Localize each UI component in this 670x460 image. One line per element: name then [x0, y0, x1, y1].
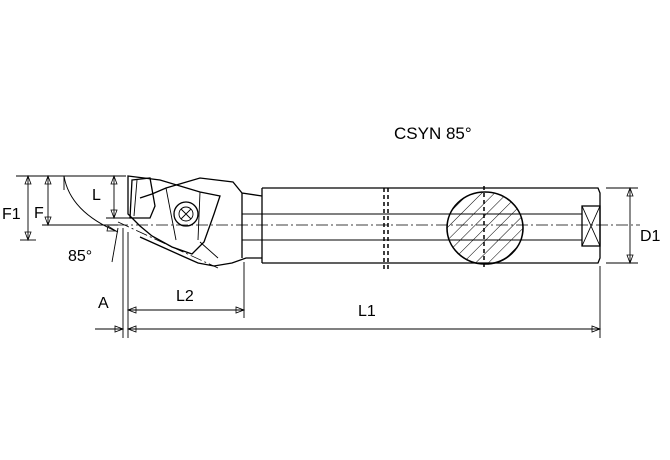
dimension-l2	[126, 262, 246, 318]
angle-indicator	[63, 175, 119, 263]
d1-label: D1	[640, 228, 661, 245]
a-label: A	[98, 295, 109, 312]
insert-pocket	[127, 175, 221, 255]
dimension-f	[42, 174, 118, 227]
dimension-a	[95, 228, 129, 338]
cutting-insert	[129, 177, 156, 219]
shank-end-square	[581, 205, 601, 247]
dimension-d1	[606, 186, 638, 265]
tool-head	[127, 175, 263, 267]
angle-label: 85°	[68, 248, 92, 265]
dimension-l1	[126, 266, 602, 338]
drawing-title: CSYN 85°	[394, 124, 472, 143]
l-label: L	[92, 187, 101, 204]
clamp-screw-icon	[173, 201, 199, 227]
dimension-l	[106, 174, 130, 220]
f1-label: F1	[2, 206, 21, 223]
f-label: F	[34, 205, 44, 222]
tool-shank	[242, 187, 601, 270]
shank-cross-section	[446, 186, 524, 270]
l2-label: L2	[176, 288, 194, 305]
dimension-f1	[16, 174, 126, 242]
insert-axis-line	[117, 221, 219, 269]
l1-label: L1	[358, 303, 376, 320]
